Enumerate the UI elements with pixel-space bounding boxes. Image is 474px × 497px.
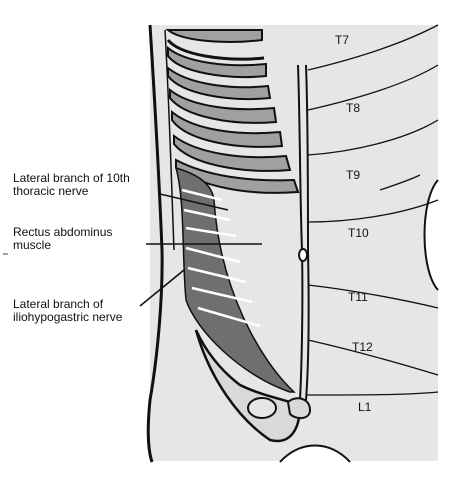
dermatome-label-t7: T7 (335, 33, 350, 47)
label-line: Lateral branch of (13, 297, 104, 311)
iliac-notch (247, 397, 277, 419)
rectus-muscle-band (174, 166, 296, 393)
label-lateral-branch-iliohypogastric: Lateral branch of iliohypogastric nerve (13, 298, 122, 324)
lower-curve (279, 444, 351, 463)
dermatome-label-t12: T12 (352, 340, 373, 354)
leader-line-10th-nerve (159, 193, 229, 211)
pubic-bone (286, 397, 312, 420)
dermatome-lines (305, 24, 439, 396)
right-flank (423, 179, 439, 291)
dermatome-label-t11: T11 (348, 290, 368, 304)
label-lateral-branch-10th-thoracic: Lateral branch of 10th thoracic nerve (13, 172, 130, 198)
dermatome-label-l1: L1 (358, 400, 372, 414)
linea-alba-right (305, 64, 310, 401)
umbilicus (298, 248, 308, 262)
label-line: Lateral branch of 10th (13, 171, 130, 185)
dermatome-label-t10: T10 (348, 226, 369, 240)
dermatome-label-t9: T9 (346, 168, 361, 182)
label-rectus-abdominus: Rectus abdominus muscle (13, 226, 112, 252)
rib-cage (165, 29, 300, 194)
inner-flank-line (164, 29, 175, 251)
label-line: iliohypogastric nerve (13, 310, 123, 324)
label-line: thoracic nerve (13, 184, 89, 198)
nerve-streaks (181, 188, 261, 328)
dermatome-label-t8: T8 (346, 101, 361, 115)
label-line: Rectus abdominus (13, 225, 113, 239)
torso-outline (146, 24, 164, 463)
label-line: muscle (13, 238, 52, 252)
leader-line-iliohypogastric (139, 269, 185, 307)
